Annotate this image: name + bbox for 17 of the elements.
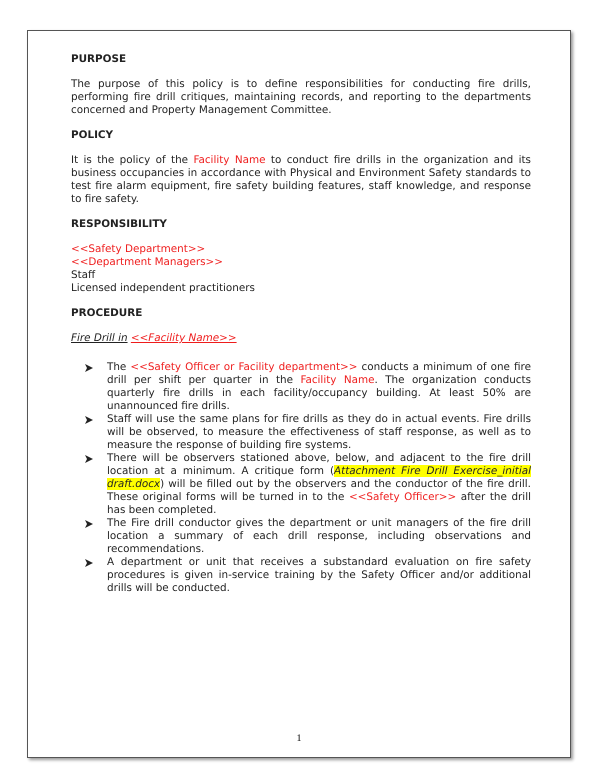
bullet-paragraph: The <<Safety Officer or Facility department>> conducts a minimum of one fire drill per shift per quarter in the Facility Name. The organization conducts quarterly fire drills in each facility/occupancy building. At least 50% are unannounced fire drills. (107, 361, 531, 413)
section-heading: PURPOSE (71, 53, 128, 66)
section-heading: RESPONSIBILITY (71, 218, 168, 231)
bullet-paragraph: The Fire drill conductor gives the department or unit managers of the fire drill location a summary of each drill response, including observations and recommendations. (107, 517, 531, 556)
section-heading: PROCEDURE (71, 307, 144, 320)
subheading-link: Fire Drill in <<Facility Name>> (71, 332, 238, 345)
responsibility-item: <<Department Managers>> (71, 256, 224, 269)
responsibility-item: Licensed independent practitioners (71, 282, 256, 295)
page-number: 1 (296, 733, 302, 744)
body-paragraph: It is the policy of the Facility Name to conduct fire drills in the organization and its business occupancies in accordance with Physical and Environment Safety standards to test fire alarm equipment, fire safety building features, staff knowledge, and response to fire safety. (71, 154, 531, 206)
bullet-paragraph: There will be observers stationed above, below, and adjacent to the fire drill location at a minimum. A critique form (Attachment Fire Drill Exercise_initial draft.docx) will be filled out by the observers and the conductor of the fire drill. These original forms will be turned in to the <<Safety Officer>> after the drill has been completed. (107, 452, 531, 517)
responsibility-item: Staff (71, 269, 96, 282)
bullet-paragraph: Staff will use the same plans for fire drills as they do in actual events. Fire drills will be observed, to measure the effectiveness of staff response, as well as to measure the response of building fire systems. (107, 413, 531, 452)
bullet-paragraph: A department or unit that receives a substandard evaluation on fire safety procedures is given in-service training by the Safety Officer and/or additional drills will be conducted. (107, 556, 531, 595)
body-paragraph: The purpose of this policy is to define responsibilities for conducting fire drills, performing fire drill critiques, maintaining records, and reporting to the departments concerned and Property Management Committee. (71, 78, 531, 117)
responsibility-item: <<Safety Department>> (71, 243, 206, 256)
section-heading: POLICY (71, 129, 114, 142)
